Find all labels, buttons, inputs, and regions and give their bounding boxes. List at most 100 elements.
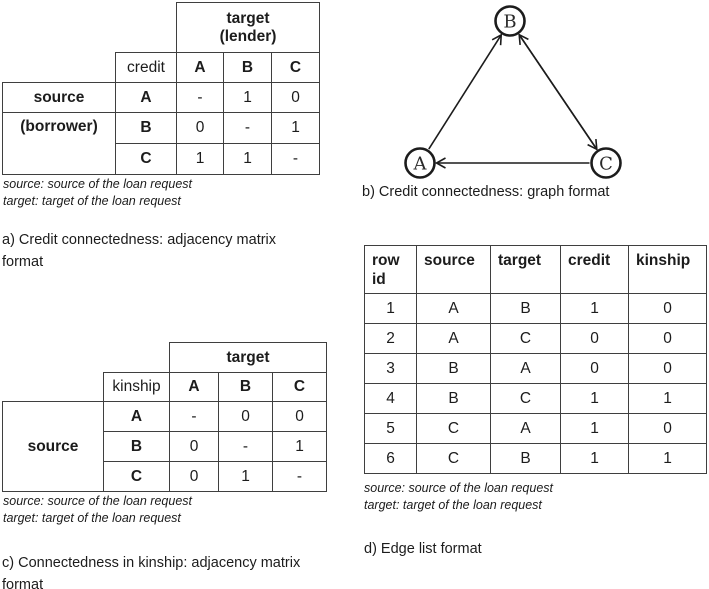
graph-node-c-label: C [599, 154, 613, 175]
graph-node-a-label: A [413, 154, 428, 175]
row-header: A [115, 82, 177, 113]
col-header: B [223, 52, 272, 83]
panel-c-footnotes: source: source of the loan request targe… [3, 493, 192, 526]
edge-list-table: row id source target credit kinship 1 A … [364, 245, 707, 474]
side-label-source: source [2, 82, 116, 113]
matrix-cell: - [272, 461, 327, 492]
matrix-cell: - [169, 401, 219, 432]
edge-cell: 1 [364, 293, 417, 324]
matrix-cell: 0 [169, 431, 219, 462]
matrix-cell: - [176, 82, 224, 113]
row-header: C [115, 143, 177, 175]
edge-cell: B [490, 293, 561, 324]
edge-cell: 0 [628, 323, 707, 354]
edge-col-header-target: target [490, 245, 561, 294]
edge-cell: A [416, 293, 491, 324]
table-row: 2 A C 0 0 [364, 323, 707, 354]
edge-cell: C [416, 443, 491, 474]
matrix-cell: - [218, 431, 273, 462]
spacer-cell [3, 343, 170, 373]
graph-node-a [404, 147, 436, 179]
edge-cell: 6 [364, 443, 417, 474]
matrix-cell: 1 [223, 143, 272, 175]
table-row: 4 B C 1 1 [364, 383, 707, 414]
panel-d-footnotes: source: source of the loan request targe… [364, 480, 553, 513]
footnote-target-definition: target: target of the loan request [3, 510, 181, 525]
footnote-target-definition: target: target of the loan request [364, 497, 542, 512]
panel-a-footnotes: source: source of the loan request targe… [3, 176, 192, 209]
edge-cell: A [490, 413, 561, 444]
kinship-adjacency-table: target kinship A B C source A - 0 0 B 0 … [2, 342, 327, 492]
edge-cell: 0 [560, 323, 629, 354]
edge-col-header-row-id: row id [364, 245, 417, 294]
col-header: C [271, 52, 320, 83]
table-row: 6 C B 1 1 [364, 443, 707, 474]
edge-col-header-kinship: kinship [628, 245, 707, 294]
matrix-corner-label: credit [115, 52, 177, 83]
edge-cell: 4 [364, 383, 417, 414]
matrix-cell: 1 [272, 431, 327, 462]
edge-col-header-source: source [416, 245, 491, 294]
matrix-cell: 1 [271, 112, 320, 144]
matrix-cell: - [223, 112, 272, 144]
credit-adjacency-table: target (lender) credit A B C source A - … [2, 2, 320, 175]
matrix-cell: 1 [223, 82, 272, 113]
edge-cell: C [490, 383, 561, 414]
footnote-source-definition: source: source of the loan request [3, 177, 193, 191]
table-row: 3 B A 0 0 [364, 353, 707, 384]
matrix-cell: 0 [272, 401, 327, 432]
edge-cell: C [490, 323, 561, 354]
edge-cell: 1 [560, 443, 629, 474]
panel-d: row id source target credit kinship 1 A … [364, 245, 707, 474]
spacer-cell [3, 53, 116, 83]
panel-a: target (lender) credit A B C source A - … [2, 2, 320, 175]
panel-c: target kinship A B C source A - 0 0 B 0 … [2, 342, 327, 492]
edge-col-header-credit: credit [560, 245, 629, 294]
row-header: B [103, 431, 170, 462]
edge-cell: C [416, 413, 491, 444]
edge-cell: B [416, 353, 491, 384]
edge-cell: 1 [628, 383, 707, 414]
panel-b-caption: b) Credit connectedness: graph format [362, 184, 610, 200]
side-label-source: source [2, 401, 104, 492]
edge-cell: 0 [628, 413, 707, 444]
matrix-cell: 0 [169, 461, 219, 492]
matrix-cell: - [271, 143, 320, 175]
edge-cell: B [490, 443, 561, 474]
edge-cell: A [490, 353, 561, 384]
row-header: A [103, 401, 170, 432]
spacer-cell [3, 3, 177, 53]
panel-d-caption: d) Edge list format [364, 541, 482, 557]
edge-cell: 5 [364, 413, 417, 444]
row-header: B [115, 112, 177, 144]
matrix-top-header: target (lender) [176, 2, 320, 53]
edge-cell: 0 [628, 293, 707, 324]
edge-cell: 0 [560, 353, 629, 384]
edge-a-to-b [428, 33, 503, 150]
graph-node-b [494, 5, 526, 37]
edge-cell: B [416, 383, 491, 414]
graph-node-b-label: B [503, 12, 516, 33]
edge-cell: 3 [364, 353, 417, 384]
edge-cell: A [416, 323, 491, 354]
table-row: 5 C A 1 0 [364, 413, 707, 444]
footnote-source-definition: source: source of the loan request [364, 481, 554, 495]
edge-cell: 1 [560, 293, 629, 324]
edge-cell: 0 [628, 353, 707, 384]
graph-node-c [590, 147, 622, 179]
edge-cell: 1 [560, 383, 629, 414]
edge-cell: 1 [628, 443, 707, 474]
footnote-source-definition: source: source of the loan request [3, 494, 193, 508]
side-label-borrower: (borrower) [2, 112, 116, 175]
matrix-top-header: target [169, 342, 327, 373]
col-header: B [218, 372, 273, 402]
spacer-cell [3, 373, 104, 402]
matrix-corner-label: kinship [103, 372, 170, 402]
table-row: 1 A B 1 0 [364, 293, 707, 324]
credit-graph: B A C [404, 5, 622, 179]
panel-a-caption: a) Credit connectedness: adjacency matri… [2, 232, 277, 270]
footnote-target-definition: target: target of the loan request [3, 193, 181, 208]
col-header: C [272, 372, 327, 402]
col-header: A [169, 372, 219, 402]
